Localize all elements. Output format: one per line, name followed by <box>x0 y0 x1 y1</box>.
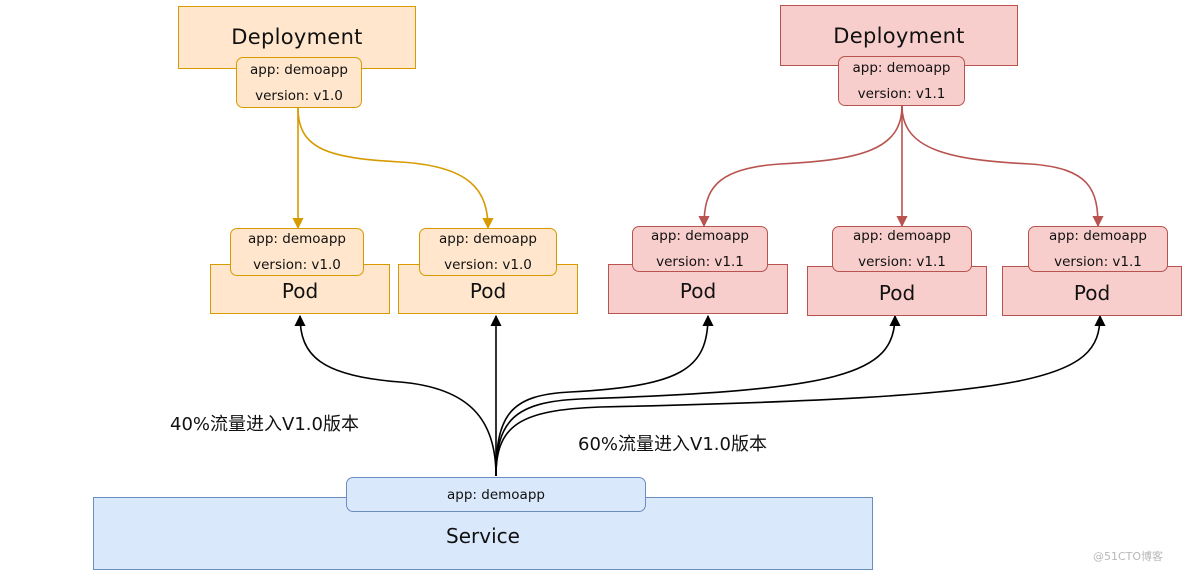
pod-v10-1-title: Pod <box>281 279 319 303</box>
traffic-annotation-v11: 60%流量进入V1.0版本 <box>578 434 767 455</box>
traffic-edge-pod1 <box>294 314 497 477</box>
pod-v11-2-label-version: version: v1.1 <box>858 254 946 270</box>
deployment-v10-label-app: app: demoapp <box>250 61 348 78</box>
deployment-v10-label-version: version: v1.0 <box>255 87 343 104</box>
pod-v11-3-label: app: demoapp version: v1.1 <box>1028 226 1168 272</box>
traffic-edge-pod5 <box>495 314 1106 477</box>
pod-v11-2-label-app: app: demoapp <box>853 228 951 244</box>
deployment-v11-title: Deployment <box>833 24 965 48</box>
pod-v11-1-title: Pod <box>679 279 717 303</box>
pod-v10-1-label-version: version: v1.0 <box>253 257 341 273</box>
service-label: app: demoapp <box>346 477 646 512</box>
pod-v11-2-label: app: demoapp version: v1.1 <box>832 226 972 272</box>
pod-v11-2: Pod <box>807 266 987 316</box>
edge-deploy-v11-pod3 <box>698 105 903 228</box>
pod-v10-2-label-app: app: demoapp <box>439 231 537 247</box>
deployment-v11: Deployment <box>780 5 1018 66</box>
pod-v11-3-label-version: version: v1.1 <box>1054 254 1142 270</box>
deployment-v11-label-version: version: v1.1 <box>857 86 946 102</box>
deployment-v11-label: app: demoapp version: v1.1 <box>838 56 965 106</box>
pod-v10-2-title: Pod <box>469 279 507 303</box>
service-title: Service <box>446 523 520 548</box>
edge-deploy-v10-pod2 <box>297 107 494 230</box>
pod-v10-1-label-app: app: demoapp <box>248 231 346 247</box>
pod-v11-3-label-app: app: demoapp <box>1049 228 1147 244</box>
pod-v10-2-label-version: version: v1.0 <box>444 257 532 273</box>
pod-v11-1-label-app: app: demoapp <box>651 228 749 244</box>
pod-v10-1-label: app: demoapp version: v1.0 <box>230 228 364 276</box>
pod-v11-3-title: Pod <box>1073 281 1111 305</box>
traffic-annotation-v10: 40%流量进入V1.0版本 <box>170 414 359 435</box>
traffic-edge-pod4 <box>495 314 901 477</box>
deployment-v11-label-app: app: demoapp <box>852 60 951 76</box>
deployment-v10-title: Deployment <box>231 25 363 49</box>
pod-v11-3: Pod <box>1002 266 1182 316</box>
deployment-v10-label: app: demoapp version: v1.0 <box>236 57 362 108</box>
watermark: @51CTO博客 <box>1093 550 1164 563</box>
edge-deploy-v11-pod5 <box>901 105 1104 228</box>
pod-v11-1-label-version: version: v1.1 <box>656 254 744 270</box>
pod-v11-2-title: Pod <box>878 281 916 305</box>
pod-v11-1-label: app: demoapp version: v1.1 <box>632 226 768 272</box>
traffic-edge-pod3 <box>495 314 714 477</box>
pod-v10-2-label: app: demoapp version: v1.0 <box>419 228 557 276</box>
service-label-app: app: demoapp <box>447 486 545 503</box>
pod-v11-1: Pod <box>608 264 788 314</box>
